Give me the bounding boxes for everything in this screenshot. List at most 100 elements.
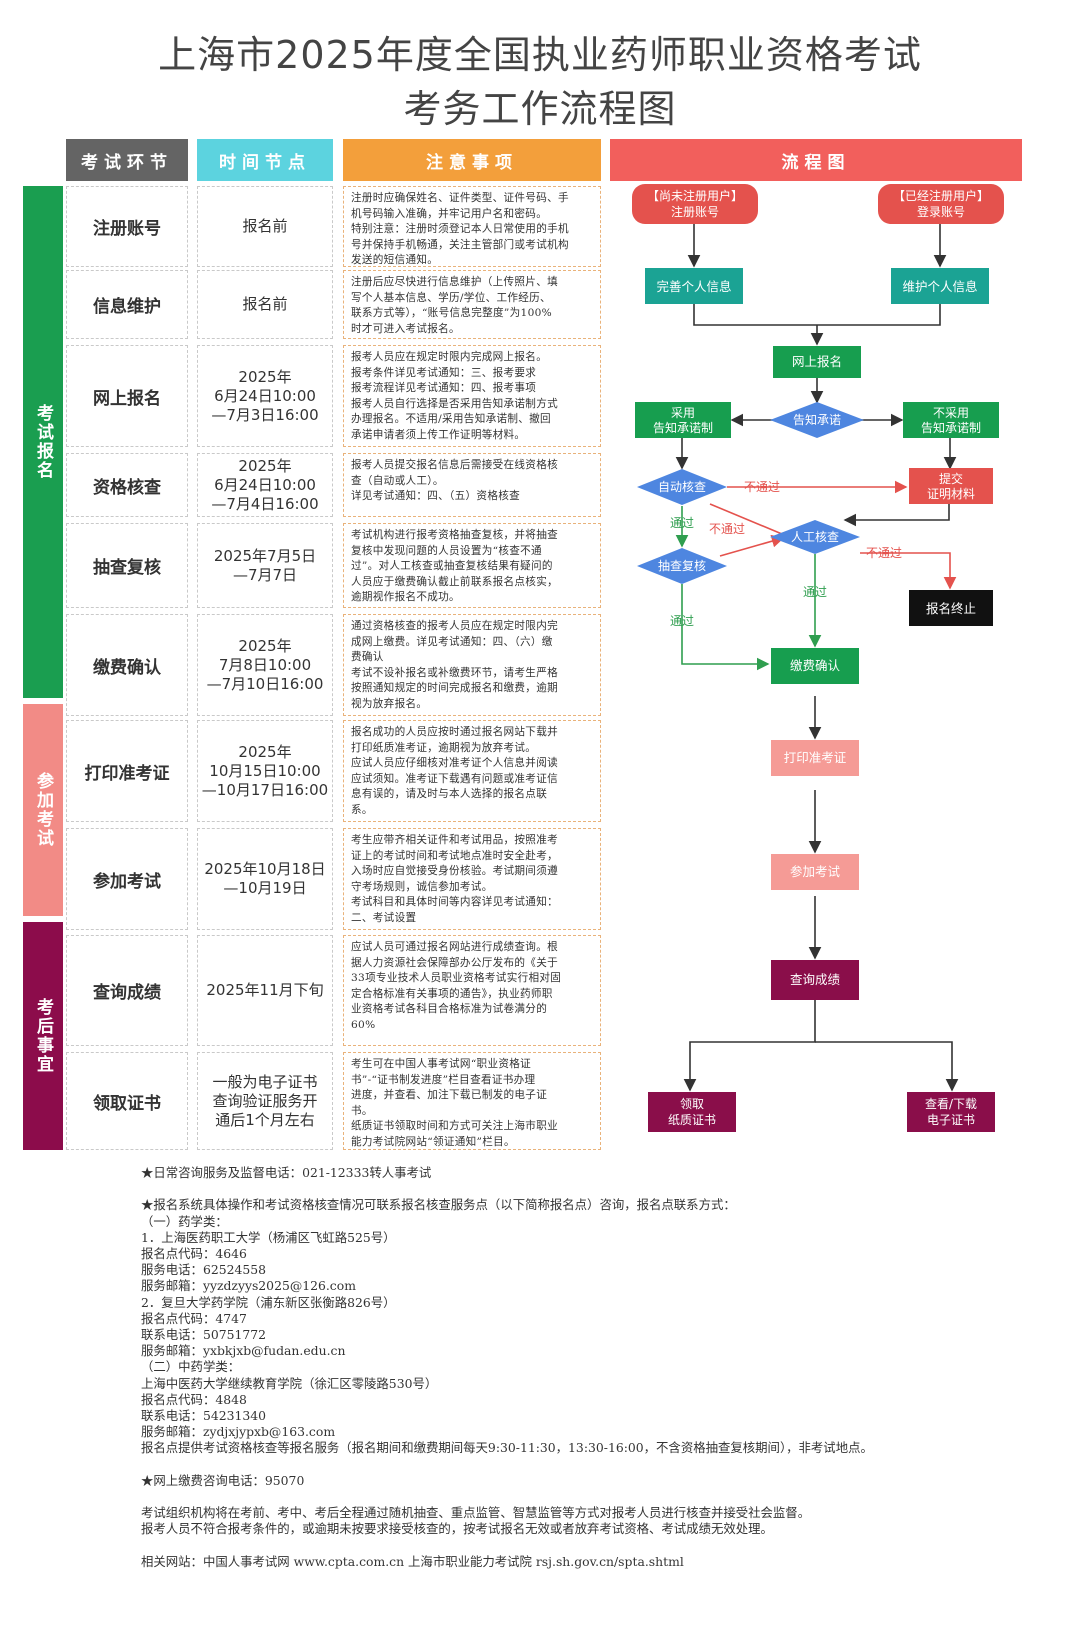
label-pass-1: 通过 bbox=[670, 516, 694, 530]
footer-line: 上海中医药大学继续教育学院（徐汇区零陵路530号） bbox=[141, 1375, 438, 1391]
time-line: 2025年11月下旬 bbox=[206, 981, 324, 999]
paper-cert-box: 领取 纸质证书 bbox=[648, 1092, 736, 1132]
label-pass-2: 通过 bbox=[670, 614, 694, 628]
print-ticket-box: 打印准考证 bbox=[771, 740, 859, 776]
not-adopt-line2: 告知承诺制 bbox=[921, 421, 981, 435]
note-line: 办理报名。不适用/采用告知承诺制、撤回 bbox=[351, 413, 551, 425]
note-line: 60% bbox=[351, 1018, 376, 1031]
attend-exam-box: 参加考试 bbox=[771, 854, 859, 890]
note-line: 费确认 bbox=[351, 651, 384, 663]
time-line: 2025年 bbox=[238, 367, 292, 386]
note-line: 入场时应自觉接受身份核验。考试期间须遵 bbox=[351, 865, 558, 877]
note-line: 成网上缴费。详见考试通知：四、（六）缴 bbox=[351, 635, 553, 648]
note-line: 报考人员自行选择是否采用告知承诺制方式 bbox=[351, 397, 558, 410]
note-line: 人员应于缴费确认截止前联系报名点核实， bbox=[351, 575, 558, 588]
stage-cell: 网上报名 bbox=[66, 345, 188, 447]
footer-line: 报名点代码：4646 bbox=[141, 1246, 247, 1261]
note-line: 二、考试设置 bbox=[351, 911, 417, 924]
notes-cell: 通过资格核查的报考人员应在规定时限内完成网上缴费。详见考试通知：四、（六）缴费确… bbox=[343, 614, 601, 716]
notes-cell: 考试机构进行报考资格抽查复核，并将抽查复核中发现问题的人员设置为“核查不通过”。… bbox=[343, 523, 601, 608]
time-line: 6月24日10:00 bbox=[214, 475, 316, 494]
footer-line: 相关网站：中国人事考试网 www.cpta.com.cn 上海市职业能力考试院 … bbox=[141, 1553, 684, 1569]
time-cell: 2025年11月下旬 bbox=[197, 935, 333, 1046]
registered-line1: 【已经注册用户】 bbox=[893, 188, 989, 203]
submit-proof-box: 提交 证明材料 bbox=[909, 468, 993, 504]
footer-line: 报名点代码：4848 bbox=[141, 1391, 247, 1407]
phase-label: 考试报名 bbox=[33, 404, 53, 480]
notes-cell: 考生应带齐相关证件和考试用品，按照准考证上的考试时间和考试地点准时安全赴考， 入场… bbox=[343, 828, 601, 930]
note-line: 应试人员可通过报名网站进行成绩查询。根 bbox=[351, 941, 558, 953]
online-signup-box: 网上报名 bbox=[773, 346, 861, 378]
footer-line: （二）中药学类： bbox=[141, 1359, 241, 1375]
note-line: 报考条件详见考试通知：三、报考要求 bbox=[351, 366, 537, 379]
stage-cell: 参加考试 bbox=[66, 828, 188, 930]
footer-line: ★报名系统具体操作和考试资格核查情况可联系报名核查服务点（以下简称报名点）咨询，… bbox=[141, 1197, 736, 1213]
footer-line: 考试组织机构将在考前、考中、考后全程通过随机抽查、重点监管、智慧监管等方式对报考… bbox=[141, 1505, 811, 1521]
footer-line: ★日常咨询服务及监督电话：021-12333转人事考试 bbox=[141, 1165, 432, 1180]
time-line: 一般为电子证书 bbox=[212, 1072, 318, 1091]
time-line: 2025年10月18日 bbox=[204, 860, 326, 878]
phase-bar-attend-exam: 参加考试 bbox=[23, 704, 63, 916]
footer-line: 报名点代码：4747 bbox=[141, 1310, 247, 1326]
time-line: 通后1个月左右 bbox=[215, 1110, 315, 1129]
note-line: 注册时应确保姓名、证件类型、证件号码、手 bbox=[351, 192, 569, 204]
query-score-label: 查询成绩 bbox=[790, 972, 841, 987]
time-line: —7月4日16:00 bbox=[211, 494, 319, 513]
label-fail-2: 不通过 bbox=[709, 522, 745, 536]
stage-cell: 抽查复核 bbox=[66, 523, 188, 608]
note-line: 考生应带齐相关证件和考试用品，按照准考 bbox=[351, 834, 558, 846]
terminate-box: 报名终止 bbox=[909, 590, 993, 626]
unregistered-line1: 【尚未注册用户】 bbox=[647, 188, 743, 203]
label-pass-3: 通过 bbox=[803, 585, 827, 599]
spot-check-label: 抽查复核 bbox=[658, 559, 706, 573]
footer-line: 2．复旦大学药学院（浦东新区张衡路826号） bbox=[141, 1294, 396, 1310]
e-cert-box: 查看/下载 电子证书 bbox=[907, 1092, 995, 1132]
time-line: —10月19日 bbox=[223, 879, 307, 897]
notes-cell: 报考人员提交报名信息后需接受在线资格核查（自动或人工）。详见考试通知：四、（五）… bbox=[343, 453, 601, 517]
label-fail-3: 不通过 bbox=[866, 546, 902, 560]
note-line: 逾期视作报名不成功。 bbox=[351, 591, 460, 603]
note-line: 复核中发现问题的人员设置为“核查不通 bbox=[351, 544, 542, 557]
payment-box: 缴费确认 bbox=[771, 648, 859, 684]
pass-connectors bbox=[675, 506, 822, 671]
adopt-commitment-box: 采用 告知承诺制 bbox=[635, 402, 731, 438]
note-line: 承诺申请者须上传工作证明等材料。 bbox=[351, 428, 526, 441]
query-score-box: 查询成绩 bbox=[771, 960, 859, 1000]
footer-line: 服务邮箱：yxbkjxb@fudan.edu.cn bbox=[141, 1343, 346, 1359]
note-line: 报考人员应在规定时限内完成网上报名。 bbox=[351, 351, 548, 363]
time-cell: 2025年10月18日—10月19日 bbox=[197, 828, 333, 930]
header-stage: 考试环节 bbox=[66, 139, 188, 181]
complete-info-label: 完善个人信息 bbox=[656, 279, 731, 294]
stage-cell: 缴费确认 bbox=[66, 614, 188, 716]
footer-line: 1．上海医药职工大学（杨浦区飞虹路525号） bbox=[141, 1229, 396, 1245]
e-cert-line2: 电子证书 bbox=[927, 1113, 975, 1127]
commitment-label: 告知承诺 bbox=[793, 413, 841, 427]
time-cell: 报名前 bbox=[197, 186, 333, 267]
footer-line: ★网上缴费咨询电话：95070 bbox=[141, 1472, 305, 1488]
footer-info: ★日常咨询服务及监督电话：021-12333转人事考试 ★报名系统具体操作和考试资… bbox=[141, 1165, 873, 1570]
spot-check-diamond: 抽查复核 bbox=[637, 548, 727, 584]
time-line: 2025年 bbox=[238, 456, 292, 475]
note-line: 纸质证书领取时间和方式可关注上海市职业 bbox=[351, 1120, 558, 1132]
footer-line bbox=[141, 1538, 873, 1554]
stage-cell: 打印准考证 bbox=[66, 720, 188, 822]
time-cell: 报名前 bbox=[197, 270, 333, 339]
note-line: 证上的考试时间和考试地点准时安全赴考， bbox=[351, 849, 558, 862]
note-line: 据人力资源社会保障部办公厅发布的《关于 bbox=[351, 956, 558, 969]
stage-cell: 信息维护 bbox=[66, 270, 188, 339]
manual-check-label: 人工核查 bbox=[791, 530, 839, 544]
time-line: 2025年 bbox=[238, 742, 292, 761]
maintain-info-label: 维护个人信息 bbox=[902, 279, 977, 294]
footer-line: 报名点提供考试资格核查等报名服务（报名期间和缴费期间每天9:30-11:30，1… bbox=[141, 1440, 873, 1456]
note-line: 息有误的，请及时与本人选择的报名点联 bbox=[351, 788, 548, 800]
registered-user-box: 【已经注册用户】 登录账号 bbox=[878, 184, 1004, 224]
terminate-label: 报名终止 bbox=[926, 601, 976, 616]
note-line: 机号码输入准确，并牢记用户名和密码。 bbox=[351, 207, 548, 220]
phase-bar-exam-signup: 考试报名 bbox=[23, 186, 63, 698]
phase-label: 参加考试 bbox=[33, 772, 53, 848]
header-time: 时间节点 bbox=[197, 139, 333, 181]
note-line: 打印纸质准考证，逾期视为放弃考试。 bbox=[351, 741, 537, 754]
note-line: 查（自动或人工）。 bbox=[351, 474, 444, 487]
